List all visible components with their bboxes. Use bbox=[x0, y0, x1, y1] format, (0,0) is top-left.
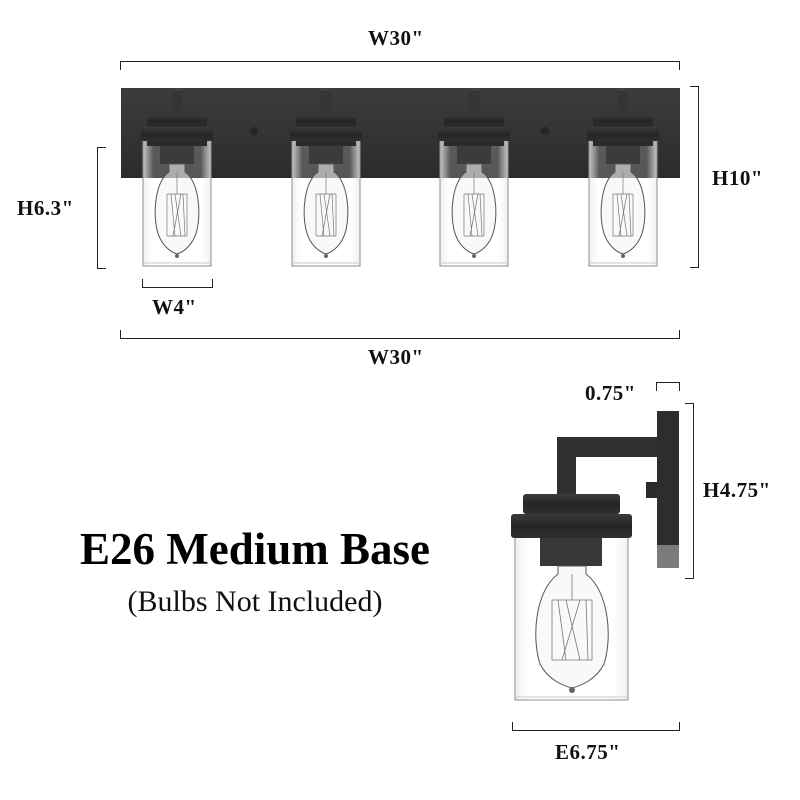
backplate-height-bracket bbox=[685, 403, 694, 579]
bulb-note: (Bulbs Not Included) bbox=[127, 585, 383, 618]
overall-width-label-bottom: W30" bbox=[368, 345, 424, 369]
shade-height-label: H6.3" bbox=[17, 196, 74, 220]
backplate bbox=[121, 88, 680, 178]
backplate-depth-label: 0.75" bbox=[585, 381, 636, 405]
overall-width-bracket-bottom bbox=[120, 330, 680, 339]
overall-width-label-top: W30" bbox=[368, 26, 424, 50]
bulb-base-title: E26 Medium Base bbox=[79, 524, 430, 574]
overall-height-label: H10" bbox=[712, 166, 763, 190]
shade-width-bracket bbox=[142, 279, 213, 288]
shade-height-bracket bbox=[97, 147, 106, 269]
backplate-depth-bracket bbox=[656, 382, 680, 391]
shade-width-label: W4" bbox=[152, 295, 197, 319]
extension-bracket bbox=[512, 722, 680, 731]
overall-width-bracket-top bbox=[120, 61, 680, 70]
extension-label: E6.75" bbox=[555, 740, 621, 764]
backplate-height-label: H4.75" bbox=[703, 478, 771, 502]
side-view-fixture-drawing bbox=[511, 411, 679, 701]
overall-height-bracket bbox=[690, 86, 699, 268]
